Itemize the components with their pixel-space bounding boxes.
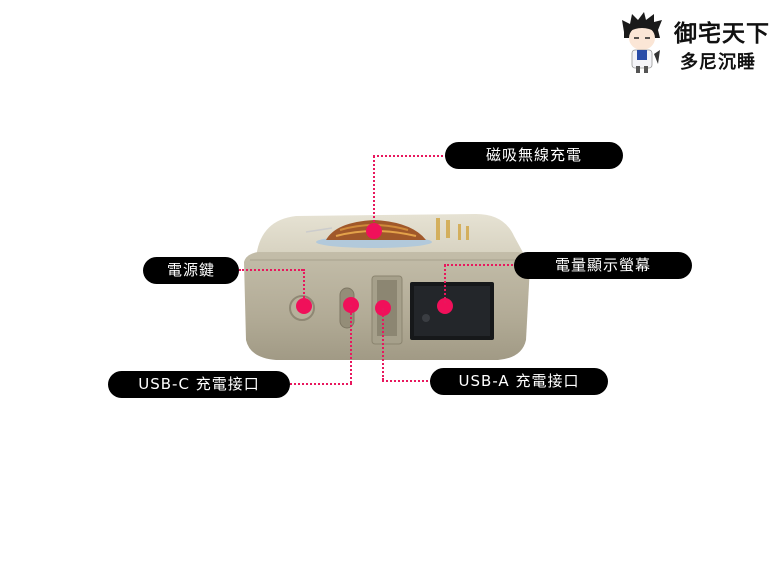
usb-c-leader-h	[290, 383, 352, 385]
display-leader-v	[444, 265, 446, 303]
brand-logo: 御宅天下 多尼沉睡	[618, 6, 778, 78]
power-leader-h	[239, 269, 303, 271]
brand-title: 御宅天下	[674, 21, 770, 47]
power-bank-device	[244, 214, 530, 360]
label-wireless-charging: 磁吸無線充電	[445, 142, 623, 169]
display-marker	[437, 298, 453, 314]
label-power-button: 電源鍵	[143, 257, 239, 284]
label-usb-a-port: USB-A 充電接口	[430, 368, 608, 395]
power-marker	[296, 298, 312, 314]
wireless-leader-h	[373, 155, 447, 157]
brand-subtitle: 多尼沉睡	[680, 52, 756, 73]
usb-c-leader-v	[350, 305, 352, 383]
power-leader-v	[303, 269, 305, 305]
wireless-marker	[366, 223, 382, 239]
usb-a-leader-h	[382, 380, 432, 382]
display-leader-h	[444, 264, 516, 266]
usb-a-leader-v	[382, 308, 384, 380]
mascot-icon	[622, 12, 662, 73]
label-usb-c-port: USB-C 充電接口	[108, 371, 290, 398]
label-display-screen: 電量顯示螢幕	[514, 252, 692, 279]
wireless-leader-v	[373, 156, 375, 226]
